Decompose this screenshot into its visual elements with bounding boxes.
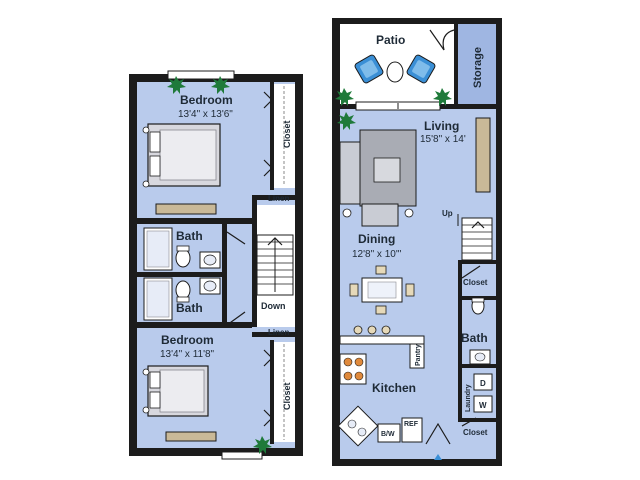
stove [339,353,367,385]
closet-top-label: Closet [282,120,292,148]
bedroom-bottom-dims: 13'4" x 11'8" [160,349,215,360]
pantry-label: Pantry [415,344,422,366]
kitchen-sink [337,405,379,447]
stairs-up-label: Up [442,209,453,218]
bed-top [142,123,221,188]
stairs-up [461,217,493,261]
closet-mid-label: Closet [463,278,488,287]
bath-top-label: Bath [176,229,203,243]
downstairs-plan: Up Pantry [332,18,502,466]
kitchen-bar [339,335,425,345]
entry-marker [434,454,442,460]
dishwasher-label: B/W [381,431,395,438]
window-bedroom-top [167,70,235,80]
closet-bottom-label: Closet [282,382,292,410]
living-dims: 15'8" x 14' [420,134,466,145]
bath-label: Bath [461,331,488,345]
upstairs-plan: Closet Closet Linen Linen Down [129,70,303,460]
bed-bottom [142,365,209,417]
dresser-top [155,203,217,215]
bath-bottom-label: Bath [176,301,203,315]
plant-icon [167,76,272,454]
washer-label: W [479,401,487,410]
linen-bottom-label: Linen [268,328,289,337]
toilet-top [175,248,191,268]
plant-icon [335,88,354,106]
closet-top-outline [270,82,274,190]
bedroom-top-dims: 13'4" x 13'6" [178,109,233,120]
stairs-down [256,234,294,296]
patio-chairs [354,54,436,84]
living-title: Living [424,119,459,133]
dining-table [349,265,415,315]
stairs-down-label: Down [261,301,286,311]
kitchen-label: Kitchen [372,381,416,395]
patio-label: Patio [376,33,405,47]
bedroom-bottom-title: Bedroom [161,333,214,347]
dryer-label: D [480,379,486,388]
storage-label: Storage [472,47,484,88]
living-sofa [339,129,417,227]
fridge-label: REF [404,421,419,428]
laundry-label: Laundry [465,384,472,412]
dining-dims: 12'8" x 10'" [352,249,402,260]
toilet-bottom [175,280,191,300]
window-bedroom-bottom [221,451,263,460]
bedroom-top-title: Bedroom [180,93,233,107]
storage-area [458,24,496,104]
dresser-bottom [165,431,217,442]
dining-title: Dining [358,232,395,246]
plant-icon [433,88,452,106]
plant-icon [337,112,356,130]
linen-top-label: Linen [268,194,289,203]
closet-low-label: Closet [463,428,488,437]
tv-console [475,117,491,193]
